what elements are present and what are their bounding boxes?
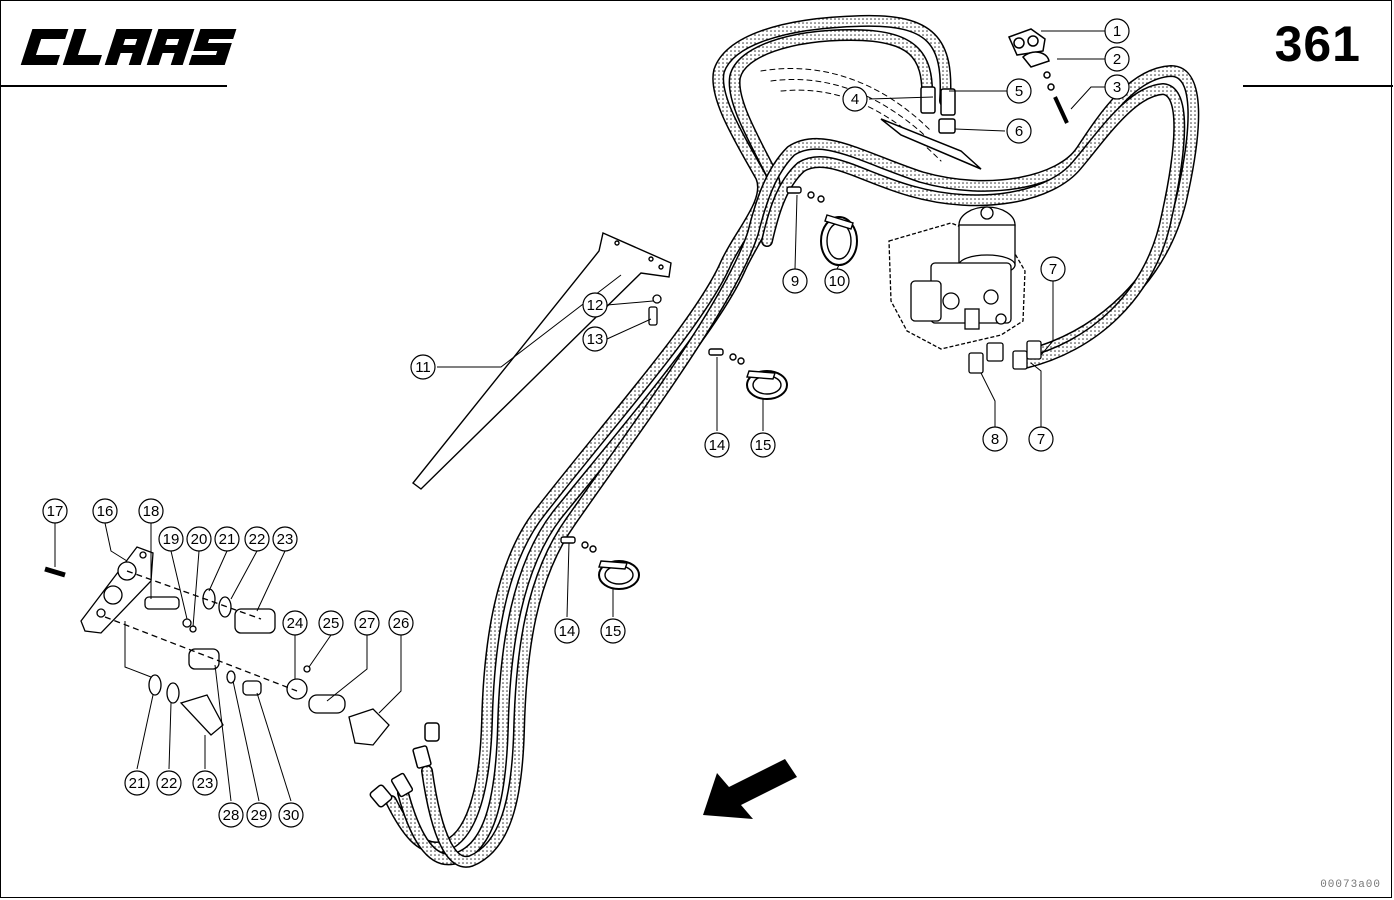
callout-label: 12 xyxy=(587,297,604,314)
callout-23: 23 xyxy=(192,770,218,796)
callout-10: 10 xyxy=(824,268,850,294)
callout-label: 8 xyxy=(991,431,999,448)
callout-label: 27 xyxy=(359,615,376,632)
callout-label: 6 xyxy=(1015,123,1023,140)
callout-label: 4 xyxy=(851,91,859,108)
bracket-fasteners xyxy=(648,294,662,326)
callout-label: 20 xyxy=(191,531,208,548)
callout-16: 16 xyxy=(92,498,118,524)
callout-14: 14 xyxy=(554,618,580,644)
hydraulic-pump xyxy=(888,206,1042,374)
callout-30: 30 xyxy=(278,802,304,828)
callout-2: 2 xyxy=(1104,46,1130,72)
callout-label: 17 xyxy=(47,503,64,520)
callout-27: 27 xyxy=(354,610,380,636)
callout-22: 22 xyxy=(156,770,182,796)
callout-5: 5 xyxy=(1006,78,1032,104)
header-rule-left xyxy=(1,85,227,87)
callout-4: 4 xyxy=(842,86,868,112)
callout-19: 19 xyxy=(158,526,184,552)
callout-label: 29 xyxy=(251,807,268,824)
claas-logo xyxy=(20,29,237,65)
callout-28: 28 xyxy=(218,802,244,828)
callout-label: 3 xyxy=(1113,79,1121,96)
callout-label: 30 xyxy=(283,807,300,824)
coupling-assembly xyxy=(44,546,390,746)
callout-label: 2 xyxy=(1113,51,1121,68)
callout-label: 19 xyxy=(163,531,180,548)
callout-21: 21 xyxy=(124,770,150,796)
callout-label: 16 xyxy=(97,503,114,520)
callout-label: 26 xyxy=(393,615,410,632)
hose-clamp-lower xyxy=(560,536,640,590)
callout-9: 9 xyxy=(782,268,808,294)
callout-label: 14 xyxy=(709,437,726,454)
callout-12: 12 xyxy=(582,292,608,318)
support-bracket xyxy=(412,232,672,490)
callout-21: 21 xyxy=(214,526,240,552)
callout-11: 11 xyxy=(410,354,436,380)
drawing-code: 00073a00 xyxy=(1320,879,1381,891)
callout-23: 23 xyxy=(272,526,298,552)
callout-7: 7 xyxy=(1028,426,1054,452)
callout-label: 15 xyxy=(755,437,772,454)
callout-label: 1 xyxy=(1113,23,1121,40)
callout-18: 18 xyxy=(138,498,164,524)
callout-label: 25 xyxy=(323,615,340,632)
callout-25: 25 xyxy=(318,610,344,636)
callout-label: 22 xyxy=(161,775,178,792)
callout-17: 17 xyxy=(42,498,68,524)
callout-label: 23 xyxy=(277,531,294,548)
callout-label: 7 xyxy=(1049,261,1057,278)
callout-label: 22 xyxy=(249,531,266,548)
callout-label: 15 xyxy=(605,623,622,640)
callout-24: 24 xyxy=(282,610,308,636)
callout-26: 26 xyxy=(388,610,414,636)
direction-arrow xyxy=(703,759,797,819)
callout-8: 8 xyxy=(982,426,1008,452)
hose-clamp-upper xyxy=(786,186,858,266)
callout-label: 18 xyxy=(143,503,160,520)
callout-15: 15 xyxy=(600,618,626,644)
callout-15: 15 xyxy=(750,432,776,458)
hose-end-fittings xyxy=(369,722,440,808)
callout-label: 13 xyxy=(587,331,604,348)
hose-clamp-middle xyxy=(708,348,788,400)
callout-label: 5 xyxy=(1015,83,1023,100)
callout-label: 14 xyxy=(559,623,576,640)
hose-bundle xyxy=(385,14,1200,868)
callout-6: 6 xyxy=(1006,118,1032,144)
top-fittings xyxy=(880,86,982,170)
callout-3: 3 xyxy=(1104,74,1130,100)
header-rule-right xyxy=(1243,85,1393,87)
leader-lines xyxy=(54,30,1105,802)
callout-label: 21 xyxy=(219,531,236,548)
callout-label: 11 xyxy=(415,359,431,376)
callout-7: 7 xyxy=(1040,256,1066,282)
callout-22: 22 xyxy=(244,526,270,552)
callout-label: 21 xyxy=(129,775,146,792)
callout-1: 1 xyxy=(1104,18,1130,44)
callout-label: 7 xyxy=(1037,431,1045,448)
callout-label: 9 xyxy=(791,273,799,290)
callout-14: 14 xyxy=(704,432,730,458)
page-number: 361 xyxy=(1274,16,1361,72)
callout-label: 23 xyxy=(197,775,214,792)
callout-20: 20 xyxy=(186,526,212,552)
callout-29: 29 xyxy=(246,802,272,828)
clamp-block xyxy=(1007,28,1069,124)
callout-13: 13 xyxy=(582,326,608,352)
callout-label: 28 xyxy=(223,807,240,824)
callout-label: 24 xyxy=(287,615,304,632)
callout-label: 10 xyxy=(829,273,846,290)
